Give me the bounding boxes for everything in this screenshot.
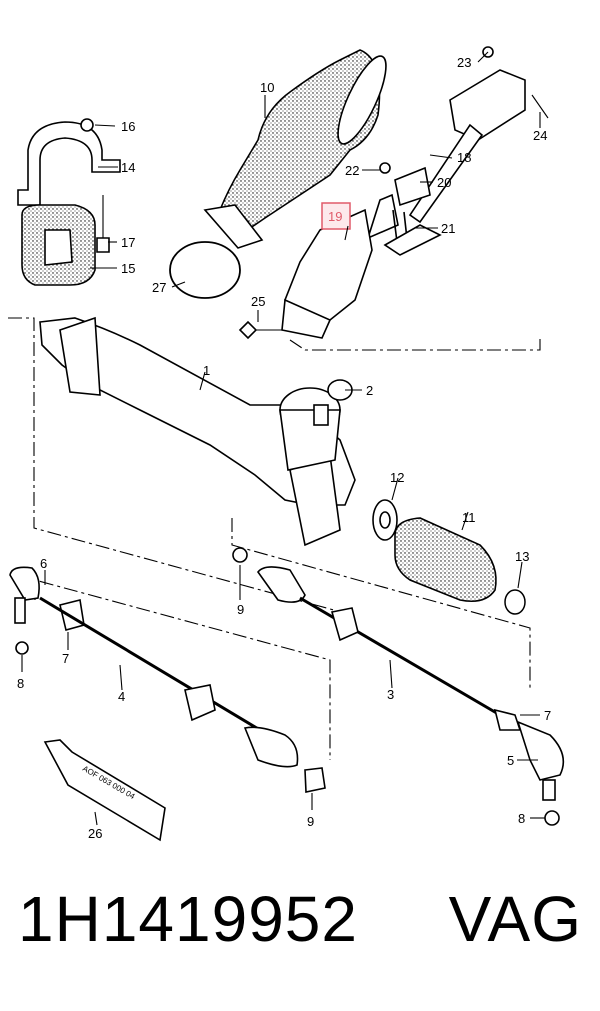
callout-9a: 9 bbox=[237, 602, 244, 617]
rubber-mount bbox=[21, 204, 96, 286]
callout-17: 17 bbox=[121, 235, 135, 250]
callout-7b: 7 bbox=[544, 708, 551, 723]
mounting-bracket bbox=[17, 118, 121, 206]
callout-8a: 8 bbox=[17, 676, 24, 691]
rack-boot bbox=[394, 517, 497, 603]
callout-15: 15 bbox=[121, 261, 135, 276]
seal-ring bbox=[372, 499, 398, 541]
grease-tube: AOF 063 000 04 bbox=[43, 739, 166, 842]
callout-12: 12 bbox=[390, 470, 404, 485]
callout-22: 22 bbox=[345, 163, 359, 178]
steering-column-shaft bbox=[238, 46, 549, 340]
callout-10: 10 bbox=[260, 80, 274, 95]
callouts: 10 16 14 17 15 27 23 24 18 22 20 21 19 2… bbox=[17, 55, 551, 841]
hose-clamp bbox=[169, 241, 241, 299]
callout-4: 4 bbox=[118, 689, 125, 704]
highlight-box-19 bbox=[321, 202, 351, 230]
callout-8b: 8 bbox=[518, 811, 525, 826]
callout-20: 20 bbox=[437, 175, 451, 190]
callout-23: 23 bbox=[457, 55, 471, 70]
callout-1: 1 bbox=[203, 363, 210, 378]
steering-boot bbox=[203, 49, 387, 249]
callout-27: 27 bbox=[152, 280, 166, 295]
callout-21: 21 bbox=[441, 221, 455, 236]
callout-26: 26 bbox=[88, 826, 102, 841]
callout-18: 18 bbox=[457, 150, 471, 165]
tie-rod-left bbox=[9, 547, 326, 793]
bolt-17 bbox=[96, 195, 110, 253]
callout-2: 2 bbox=[366, 383, 373, 398]
callout-24: 24 bbox=[533, 128, 547, 143]
callout-16: 16 bbox=[121, 119, 135, 134]
tie-rod-end-right bbox=[516, 720, 565, 826]
part-number-label: 1H1419952 bbox=[18, 883, 358, 955]
callout-14: 14 bbox=[121, 160, 135, 175]
callout-9b: 9 bbox=[307, 814, 314, 829]
callout-7a: 7 bbox=[62, 651, 69, 666]
steering-rack-housing bbox=[39, 316, 356, 547]
brand-label: VAG bbox=[448, 883, 582, 955]
callout-19: 19 bbox=[328, 209, 342, 224]
callout-11: 11 bbox=[462, 510, 476, 525]
callout-6: 6 bbox=[40, 556, 47, 571]
callout-3: 3 bbox=[387, 687, 394, 702]
callout-25: 25 bbox=[251, 294, 265, 309]
callout-13: 13 bbox=[515, 549, 529, 564]
circlip bbox=[504, 589, 526, 615]
steering-exploded-diagram: AOF 063 000 04 10 16 bbox=[8, 46, 565, 842]
callout-5: 5 bbox=[507, 753, 514, 768]
leader-lines bbox=[21, 51, 545, 826]
